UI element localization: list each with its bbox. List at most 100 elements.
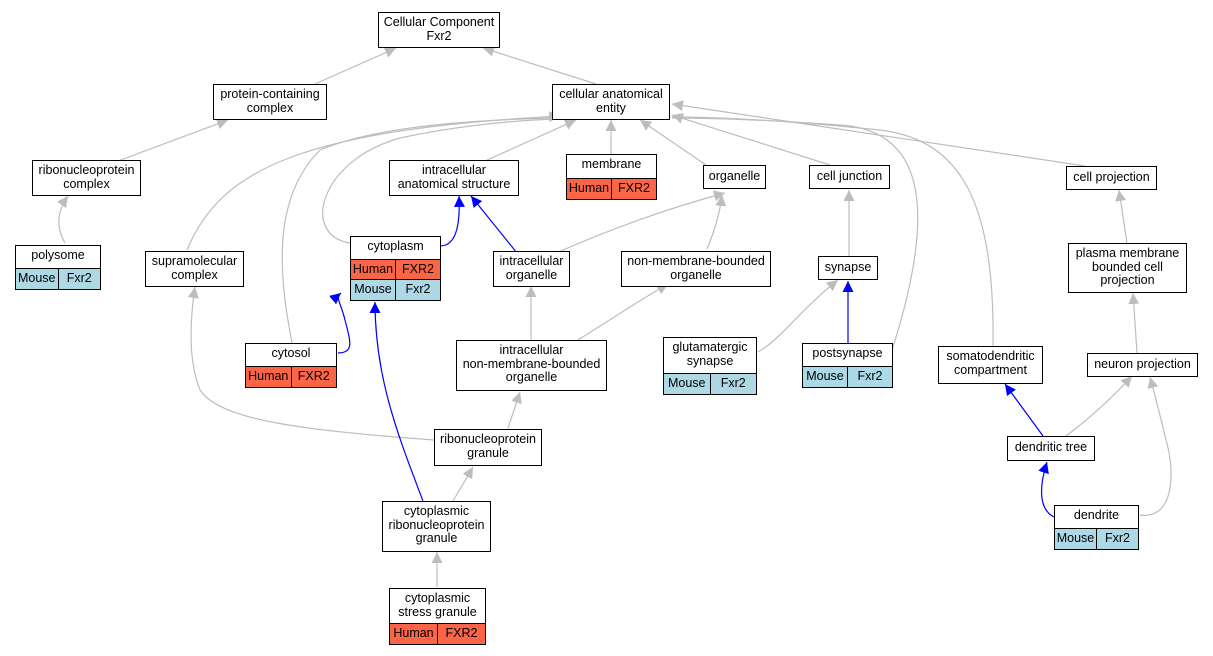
edge	[1115, 189, 1128, 244]
node-label-line: plasma membrane	[1075, 246, 1180, 260]
node-label-line: postsynapse	[812, 346, 883, 360]
node-label-line: organelle	[670, 267, 722, 282]
edge	[507, 391, 522, 429]
edge	[314, 47, 397, 85]
edge-highlighted	[1004, 383, 1044, 437]
edge-highlighted	[1038, 461, 1055, 518]
node-label-line: protein-containing	[220, 87, 320, 101]
annotation-row-mouse: Mouse Fxr2	[351, 279, 440, 300]
annotation-row-mouse: Mouse Fxr2	[16, 268, 100, 289]
node-dendritic-tree[interactable]: dendritic tree	[1007, 436, 1095, 461]
species-tag: Mouse	[1055, 529, 1096, 549]
edge	[57, 195, 69, 244]
species-tag: Mouse	[16, 269, 58, 289]
node-cytoplasmic-ribonucleoprotein-granule[interactable]: cytoplasmic ribonucleoprotein granule	[382, 501, 491, 552]
node-glutamatergic-synapse[interactable]: glutamatergic synapse Mouse Fxr2	[663, 337, 757, 395]
node-label-line: complex	[63, 176, 110, 191]
node-intracellular-non-membrane-bounded-organelle[interactable]: intracellular non-membrane-bounded organ…	[456, 340, 607, 391]
node-polysome[interactable]: polysome Mouse Fxr2	[15, 245, 101, 290]
node-label-line: bounded cell	[1092, 259, 1163, 274]
node-synapse[interactable]: synapse	[818, 256, 878, 280]
edge	[452, 466, 474, 502]
species-tag: Human	[567, 179, 611, 199]
node-label-line: compartment	[954, 362, 1027, 377]
node-cytoplasmic-stress-granule[interactable]: cytoplasmic stress granule Human FXR2	[389, 588, 486, 645]
node-label-line: synapse	[686, 353, 734, 368]
annotation-row-mouse: Mouse Fxr2	[803, 366, 892, 387]
edge	[281, 117, 553, 344]
node-label-line: dendrite	[1073, 508, 1120, 522]
edge	[757, 279, 839, 353]
node-label-line: granule	[467, 445, 509, 460]
node-plasma-membrane-bounded-cell-projection[interactable]: plasma membrane bounded cell projection	[1068, 243, 1187, 293]
gene-tag: FXR2	[395, 260, 440, 280]
edge	[1139, 376, 1172, 516]
edge	[322, 118, 561, 244]
node-neuron-projection[interactable]: neuron projection	[1087, 353, 1198, 377]
node-label-line: organelle	[708, 169, 761, 183]
edge	[117, 118, 229, 162]
gene-tag: Fxr2	[847, 367, 892, 387]
node-somatodendritic-compartment[interactable]: somatodendritic compartment	[938, 346, 1043, 384]
node-ribonucleoprotein-granule[interactable]: ribonucleoprotein granule	[434, 429, 542, 466]
species-tag: Mouse	[803, 367, 847, 387]
node-label-line: non-membrane-bounded	[462, 356, 601, 371]
node-label-line: glutamatergic	[672, 340, 748, 354]
annotation-row-mouse: Mouse Fxr2	[664, 373, 756, 394]
node-label-line: organelle	[505, 267, 558, 282]
node-label-line: cytoplasmic	[404, 591, 471, 605]
node-cell-projection[interactable]: cell projection	[1066, 166, 1157, 190]
edge	[1065, 375, 1133, 437]
edge	[639, 119, 707, 166]
node-cytosol[interactable]: cytosol Human FXR2	[245, 343, 337, 388]
node-intracellular-anatomical-structure[interactable]: intracellular anatomical structure	[389, 160, 519, 196]
node-label-line: entity	[596, 100, 626, 115]
gene-tag: Fxr2	[57, 269, 100, 289]
node-intracellular-organelle[interactable]: intracellular organelle	[493, 251, 570, 287]
node-label-line: Fxr2	[426, 28, 452, 43]
node-label-line: somatodendritic	[946, 349, 1035, 363]
node-label-line: cytosol	[271, 346, 311, 360]
edge	[484, 119, 577, 162]
annotation-row-human: Human FXR2	[246, 366, 336, 387]
annotation-row-human: Human FXR2	[351, 259, 440, 280]
edge	[187, 286, 435, 441]
node-label-line: supramolecular	[151, 254, 238, 268]
node-cytoplasm[interactable]: cytoplasm Human FXR2 Mouse Fxr2	[350, 236, 441, 301]
edge-highlighted	[470, 195, 518, 254]
gene-tag: FXR2	[290, 367, 336, 387]
node-organelle[interactable]: organelle	[703, 165, 766, 189]
annotation-row-human: Human FXR2	[390, 623, 485, 644]
node-label-line: Cellular Component	[383, 15, 495, 29]
node-label-line: stress granule	[398, 604, 477, 619]
annotation-row-human: Human FXR2	[567, 178, 656, 199]
node-label-line: membrane	[581, 157, 642, 171]
node-protein-containing-complex[interactable]: protein-containing complex	[213, 84, 327, 120]
edge-highlighted	[439, 195, 465, 247]
species-tag: Human	[390, 624, 437, 644]
gene-tag: Fxr2	[395, 280, 440, 300]
gene-tag: FXR2	[437, 624, 485, 644]
node-postsynapse[interactable]: postsynapse Mouse Fxr2	[802, 343, 893, 388]
node-dendrite[interactable]: dendrite Mouse Fxr2	[1054, 505, 1139, 550]
node-cell-junction[interactable]: cell junction	[809, 165, 890, 189]
node-membrane[interactable]: membrane Human FXR2	[566, 154, 657, 200]
node-ribonucleoprotein-complex[interactable]: ribonucleoprotein complex	[32, 160, 141, 196]
edge	[186, 111, 561, 251]
node-label-line: intracellular	[499, 254, 564, 268]
node-label-line: ribonucleoprotein	[38, 163, 135, 177]
node-label-line: organelle	[505, 370, 558, 384]
node-label-line: cytoplasm	[367, 239, 424, 253]
node-non-membrane-bounded-organelle[interactable]: non-membrane-bounded organelle	[621, 251, 771, 287]
node-cellular-component[interactable]: Cellular Component Fxr2	[378, 12, 500, 48]
node-cellular-anatomical-entity[interactable]: cellular anatomical entity	[552, 84, 670, 120]
edge	[482, 46, 597, 85]
node-label-line: granule	[415, 531, 458, 545]
species-tag: Human	[351, 260, 395, 280]
node-label-line: dendritic tree	[1014, 440, 1088, 454]
node-supramolecular-complex[interactable]: supramolecular complex	[145, 251, 244, 287]
edge	[671, 113, 831, 166]
species-tag: Mouse	[664, 374, 710, 394]
edge-highlighted	[329, 292, 351, 354]
